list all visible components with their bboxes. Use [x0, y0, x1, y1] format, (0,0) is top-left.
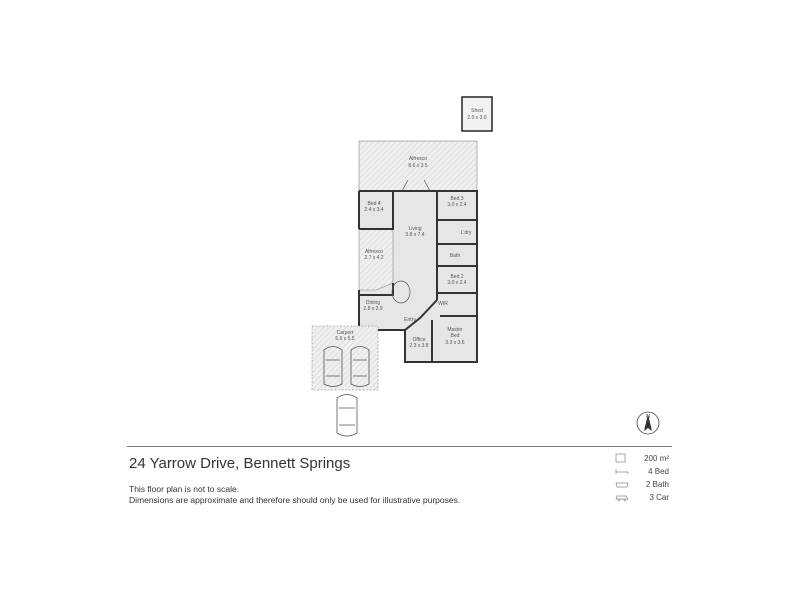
office-name: Office	[413, 337, 426, 343]
area-stat: 200 m²	[644, 454, 669, 463]
car-icon-2	[350, 346, 370, 387]
property-address: 24 Yarrow Drive, Bennett Springs	[129, 455, 351, 472]
dining-dims: 2.8 x 2.9	[363, 306, 382, 312]
carport: Carport 5.6 x 5.5	[311, 325, 379, 391]
bed2-name: Bed 2	[450, 274, 463, 280]
living-dims: 3.8 x 7.4	[405, 232, 424, 238]
carport-name: Carport	[337, 330, 354, 336]
baths-stat: 2 Bath	[645, 480, 669, 489]
bed-icon	[615, 469, 629, 474]
dining-name: Dining	[366, 300, 380, 306]
alfresco-top: Alfresco 8.6 x 3.5	[358, 140, 478, 192]
car-icon	[615, 495, 629, 502]
shed: Shed 2.0 x 3.0	[461, 96, 493, 132]
cars-stat: 3 Car	[649, 493, 669, 502]
car-icon-3	[336, 394, 358, 437]
interior-walls	[359, 191, 477, 362]
alfresco-top-dims: 8.6 x 3.5	[408, 163, 427, 169]
scale-note: This floor plan is not to scale.	[129, 484, 240, 494]
alfresco-top-name: Alfresco	[409, 156, 427, 162]
alfresco-side-name: Alfresco	[365, 249, 383, 255]
office-dims: 2.3 x 3.8	[409, 343, 428, 349]
room-labels: Bed 4 2.4 x 3.4 Bed 3 3.0 x 2.4 Living 3…	[363, 196, 471, 349]
house-floor	[358, 191, 477, 362]
beds-stat: 4 Bed	[648, 467, 669, 476]
entry-name: Entry	[404, 317, 416, 323]
dining-table	[391, 280, 411, 304]
dimensions-disclaimer: Dimensions are approximate and therefore…	[129, 495, 461, 505]
bed4-dims: 2.4 x 3.4	[364, 207, 383, 213]
bed3-name: Bed 3	[450, 196, 463, 202]
area-icon	[615, 453, 626, 463]
compass-icon: N	[636, 411, 660, 435]
bed3-dims: 3.0 x 2.4	[447, 202, 466, 208]
bed4-name: Bed 4	[367, 201, 380, 207]
master-dims: 3.3 x 3.6	[445, 340, 464, 346]
ldry-name: L'dry	[461, 230, 472, 236]
bath-name: Bath	[450, 253, 461, 259]
alfresco-side-dims: 2.7 x 4.2	[364, 255, 383, 261]
wir-name: WIR	[438, 301, 448, 307]
car-icon-1	[323, 346, 343, 387]
bed2-dims: 3.0 x 2.4	[447, 280, 466, 286]
master-name: Master	[447, 327, 463, 333]
living-name: Living	[408, 226, 421, 232]
shed-name: Shed	[471, 108, 483, 114]
compass-label: N	[646, 414, 650, 420]
shed-dims: 2.0 x 3.0	[467, 115, 486, 121]
bath-icon	[615, 482, 629, 488]
divider-line	[127, 446, 672, 447]
master-name2: Bed	[451, 333, 460, 339]
carport-dims: 5.6 x 5.5	[335, 336, 354, 342]
